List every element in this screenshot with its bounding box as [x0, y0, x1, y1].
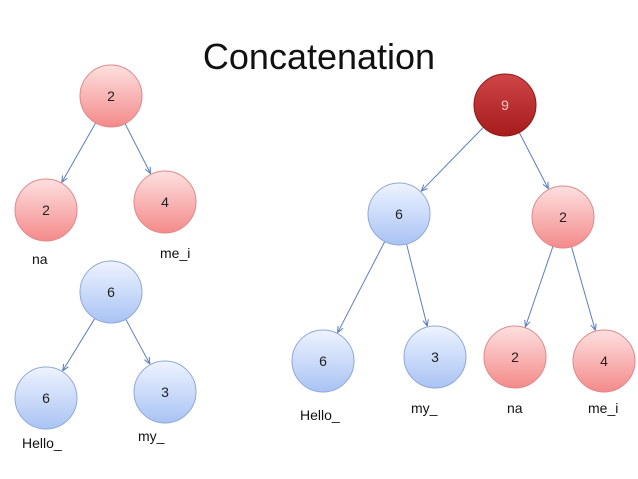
tree-concatenated-leaf-node-1-weight: 3	[431, 349, 439, 365]
tree-na-me_i-child-node-1: 4	[133, 170, 197, 234]
tree-concatenated-root-node: 9	[473, 73, 537, 137]
tree-concatenated-root-node-weight: 9	[501, 97, 509, 113]
tree-concatenated-leaf-label-3: me_i	[588, 400, 618, 416]
tree-na-me_i-root-node-weight: 2	[107, 88, 115, 104]
tree-concatenated-edge-child-2	[525, 246, 554, 326]
tree-concatenated-leaf-node-2-circle	[483, 325, 547, 389]
tree-concatenated-root-node-circle	[473, 73, 537, 137]
tree-concatenated-leaf-label-1: my_	[411, 400, 438, 416]
tree-concatenated-child-node-0-circle	[367, 182, 431, 246]
tree-na-me_i-root-node-circle	[79, 64, 143, 128]
tree-na-me_i-child-node-0: 2	[14, 178, 78, 242]
tree-hello-my-child-node-0-weight: 6	[42, 390, 50, 406]
tree-hello-my-root-node-weight: 6	[107, 284, 115, 300]
tree-concatenated-leaf-label-2: na	[507, 400, 523, 416]
tree-concatenated-child-node-1-weight: 2	[559, 209, 567, 225]
tree-concatenated-child-node-1: 2	[531, 185, 595, 249]
slide-title: Concatenation	[202, 36, 436, 77]
tree-concatenated-edge-child-3	[571, 246, 595, 330]
tree-concatenated-leaf-node-2: 2	[483, 325, 547, 389]
tree-concatenated-leaf-node-0-weight: 6	[319, 353, 327, 369]
tree-hello-my-edge-root-0	[63, 318, 96, 370]
tree-na-me_i-leaf-label-0: na	[32, 251, 48, 267]
tree-concatenated-leaf-label-0: Hello_	[300, 407, 340, 423]
tree-concatenated-leaf-node-1-circle	[403, 325, 467, 389]
tree-concatenated-child-node-0-weight: 6	[395, 206, 403, 222]
tree-concatenated-edge-root-0	[421, 126, 484, 191]
tree-concatenated-leaf-node-2-weight: 2	[511, 349, 519, 365]
tree-na-me_i-child-node-1-circle	[133, 170, 197, 234]
tree-concatenated-leaf-node-0-circle	[291, 329, 355, 393]
tree-concatenated-edge-root-1	[518, 132, 548, 189]
tree-na-me_i-edge-root-1	[124, 123, 150, 174]
tree-concatenated-leaf-node-0: 6	[291, 329, 355, 393]
tree-hello-my-child-node-0-circle	[14, 366, 78, 430]
nodes: 2 2 4 6 6 3 9 6 2 6 3 2 4	[14, 64, 636, 430]
tree-concatenated-child-node-1-circle	[531, 185, 595, 249]
tree-hello-my-edge-root-1	[125, 319, 150, 364]
tree-concatenated-leaf-node-3-circle	[572, 329, 636, 393]
tree-na-me_i-edge-root-0	[62, 122, 97, 182]
tree-concatenated-child-node-0: 6	[367, 182, 431, 246]
tree-hello-my-child-node-0: 6	[14, 366, 78, 430]
tree-na-me_i-child-node-0-circle	[14, 178, 78, 242]
tree-hello-my-child-node-1: 3	[133, 360, 197, 424]
tree-hello-my-leaf-label-1: my_	[138, 428, 165, 444]
tree-na-me_i-leaf-label-1: me_i	[160, 245, 190, 261]
tree-hello-my-root-node-circle	[79, 260, 143, 324]
tree-hello-my-child-node-1-circle	[133, 360, 197, 424]
tree-na-me_i-root-node: 2	[79, 64, 143, 128]
tree-hello-my-root-node: 6	[79, 260, 143, 324]
tree-concatenated-leaf-node-3: 4	[572, 329, 636, 393]
tree-na-me_i-child-node-1-weight: 4	[161, 194, 169, 210]
tree-na-me_i-child-node-0-weight: 2	[42, 202, 50, 218]
tree-hello-my-child-node-1-weight: 3	[161, 384, 169, 400]
tree-hello-my-leaf-label-0: Hello_	[22, 435, 62, 451]
tree-concatenated-edge-child-1	[406, 243, 428, 326]
tree-concatenated-leaf-node-1: 3	[403, 325, 467, 389]
tree-concatenated-edge-child-0	[338, 241, 386, 333]
edges	[62, 122, 595, 371]
tree-concatenated-leaf-node-3-weight: 4	[600, 353, 608, 369]
